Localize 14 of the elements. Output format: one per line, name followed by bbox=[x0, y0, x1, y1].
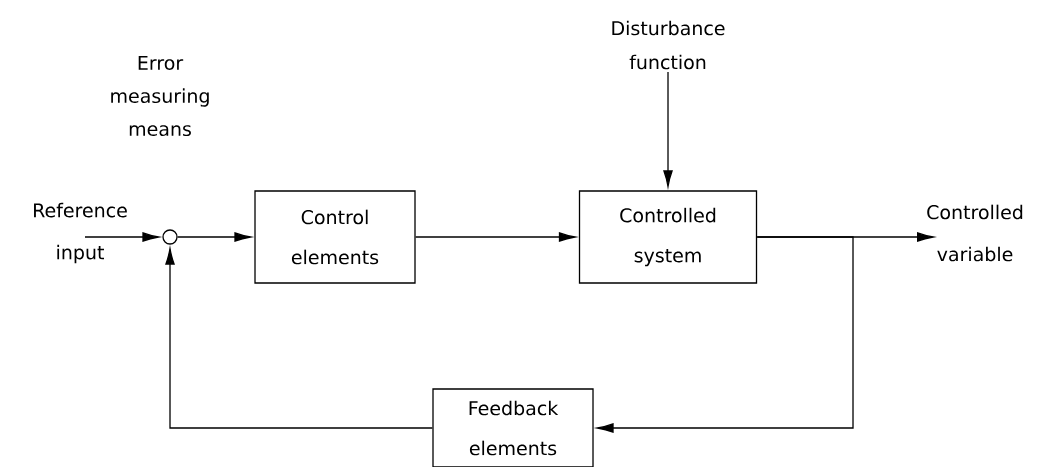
arrow bbox=[415, 232, 576, 242]
summing-junction bbox=[162, 229, 178, 245]
annotation-label: Error measuring means bbox=[111, 55, 209, 137]
arrow bbox=[663, 71, 673, 188]
process-box: Controlled system bbox=[578, 190, 758, 284]
signal-label: Disturbance function bbox=[612, 20, 725, 70]
arrow bbox=[165, 247, 433, 429]
arrow bbox=[177, 232, 252, 242]
arrow bbox=[596, 236, 854, 433]
process-box: Control elements bbox=[254, 190, 416, 284]
arrow bbox=[84, 232, 160, 242]
process-box: Feedback elements bbox=[432, 388, 594, 467]
signal-label: Reference input bbox=[34, 202, 127, 264]
signal-label: Controlled variable bbox=[927, 204, 1023, 262]
